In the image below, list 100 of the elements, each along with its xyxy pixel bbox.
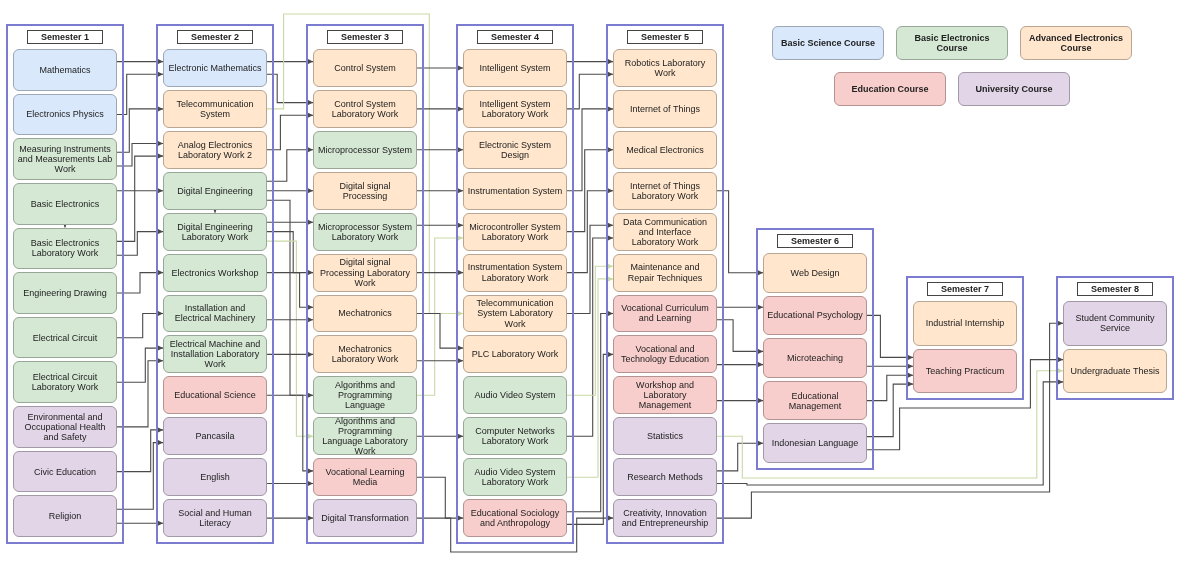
course-box: Electronics Physics: [13, 93, 117, 136]
course-box: PLC Laboratory Work: [463, 335, 567, 374]
course-box: Educational Science: [163, 376, 267, 415]
arrow: [716, 397, 764, 404]
course-box: Algorithms and Programming Language: [313, 376, 417, 415]
arrow: [416, 357, 464, 364]
course-box: Computer Networks Laboratory Work: [463, 417, 567, 456]
arrow: [866, 372, 914, 402]
arrow: [266, 351, 314, 358]
arrow: [116, 71, 164, 116]
course-box: Educational Management: [763, 380, 867, 421]
semester-title: Semester 4: [476, 30, 554, 44]
arrow: [416, 269, 464, 276]
arrow: [566, 351, 614, 525]
course-box: Microprocessor System Laboratory Work: [313, 212, 417, 251]
course-box: Electrical Machine and Installation Laboratory Work: [163, 335, 267, 374]
course-box: Mechatronics: [313, 294, 417, 333]
course-box: Maintenance and Repair Techniques: [613, 253, 717, 292]
arrow: [416, 187, 464, 194]
course-box: Internet of Things Laboratory Work: [613, 171, 717, 210]
semester-title: Semester 1: [26, 30, 104, 44]
semester-title: Semester 6: [776, 234, 854, 248]
semester-panel: [306, 24, 424, 544]
arrow: [566, 263, 614, 396]
course-box: Statistics: [613, 417, 717, 456]
arrow: [116, 187, 164, 194]
arrow: [266, 480, 314, 487]
course-box: Basic Electronics: [13, 182, 117, 225]
course-box: Microprocessor System: [313, 130, 417, 169]
arrow: [866, 314, 914, 361]
course-box: Instrumentation System: [463, 171, 567, 210]
arrow: [116, 228, 164, 256]
arrow: [116, 106, 164, 153]
arrow: [116, 58, 164, 65]
legend-item: Basic Electronics Course: [896, 26, 1008, 60]
arrow: [416, 312, 464, 351]
course-box: Mechatronics Laboratory Work: [313, 335, 417, 374]
course-box: Measuring Instruments and Measurements Lab Work: [13, 138, 117, 180]
arrow: [266, 147, 314, 182]
arrow: [266, 199, 314, 399]
course-box: Electrical Circuit: [13, 316, 117, 359]
arrow: [566, 310, 614, 513]
arrow: [266, 112, 314, 151]
legend-item: Advanced Electronics Course: [1020, 26, 1132, 60]
course-box: Pancasila: [163, 417, 267, 456]
course-box: Audio Video System Laboratory Work: [463, 458, 567, 497]
course-box: Digital signal Processing: [313, 171, 417, 210]
course-box: Electronic System Design: [463, 130, 567, 169]
course-box: Workshop and Laboratory Management: [613, 376, 717, 415]
arrow: [566, 71, 614, 110]
course-box: Digital Engineering: [163, 171, 267, 210]
arrow: [866, 356, 1064, 451]
arrow: [266, 515, 314, 521]
course-box: Indonesian Language: [763, 423, 867, 463]
course-box: Educational Psychology: [763, 295, 867, 336]
arrow: [266, 73, 314, 106]
arrow: [866, 381, 914, 438]
arrow: [416, 476, 464, 521]
arrow: [416, 433, 464, 440]
course-box: Control System Laboratory Work: [313, 89, 417, 128]
course-box: English: [163, 458, 267, 497]
semester-panel: [756, 228, 874, 470]
arrow: [116, 427, 164, 473]
arrow: [266, 272, 314, 310]
course-box: Installation and Electrical Machinery: [163, 294, 267, 333]
course-box: Student Community Service: [1063, 301, 1167, 346]
course-box: Vocational Curriculum and Learning: [613, 294, 717, 333]
arrow: [716, 368, 1064, 479]
arrow: [116, 310, 164, 339]
arrow: [416, 222, 464, 229]
arrow: [266, 231, 314, 276]
course-box: Civic Education: [13, 450, 117, 493]
course-box: Analog Electronics Laboratory Work 2: [163, 130, 267, 169]
arrow: [116, 153, 164, 242]
semester-panel: [1056, 276, 1174, 400]
semester-title: Semester 3: [326, 30, 404, 44]
arrow: [716, 361, 764, 368]
arrow: [716, 440, 764, 472]
course-box: Religion: [13, 495, 117, 538]
semester-title: Semester 8: [1076, 282, 1154, 296]
course-box: Electronic Mathematics: [163, 49, 267, 87]
semester-panel: [606, 24, 724, 544]
semester-panel: [156, 24, 274, 544]
semester-title: Semester 2: [176, 30, 254, 44]
course-box: Algorithms and Programming Language Laboratory Work: [313, 417, 417, 456]
legend-item: Basic Science Course: [772, 26, 884, 60]
semester-panel: [456, 24, 574, 544]
arrow: [716, 319, 764, 355]
course-box: Basic Electronics Laboratory Work: [13, 227, 117, 270]
course-box: Instrumentation System Laboratory Work: [463, 253, 567, 292]
course-box: Electrical Circuit Laboratory Work: [13, 361, 117, 404]
course-box: Web Design: [763, 253, 867, 293]
arrow: [566, 106, 614, 192]
arrow: [116, 357, 164, 428]
arrow: [116, 520, 164, 526]
arrow: [266, 240, 314, 440]
course-box: Vocational Learning Media: [313, 458, 417, 497]
arrow: [416, 65, 464, 71]
course-box: Internet of Things: [613, 89, 717, 128]
arrow: [266, 317, 314, 323]
